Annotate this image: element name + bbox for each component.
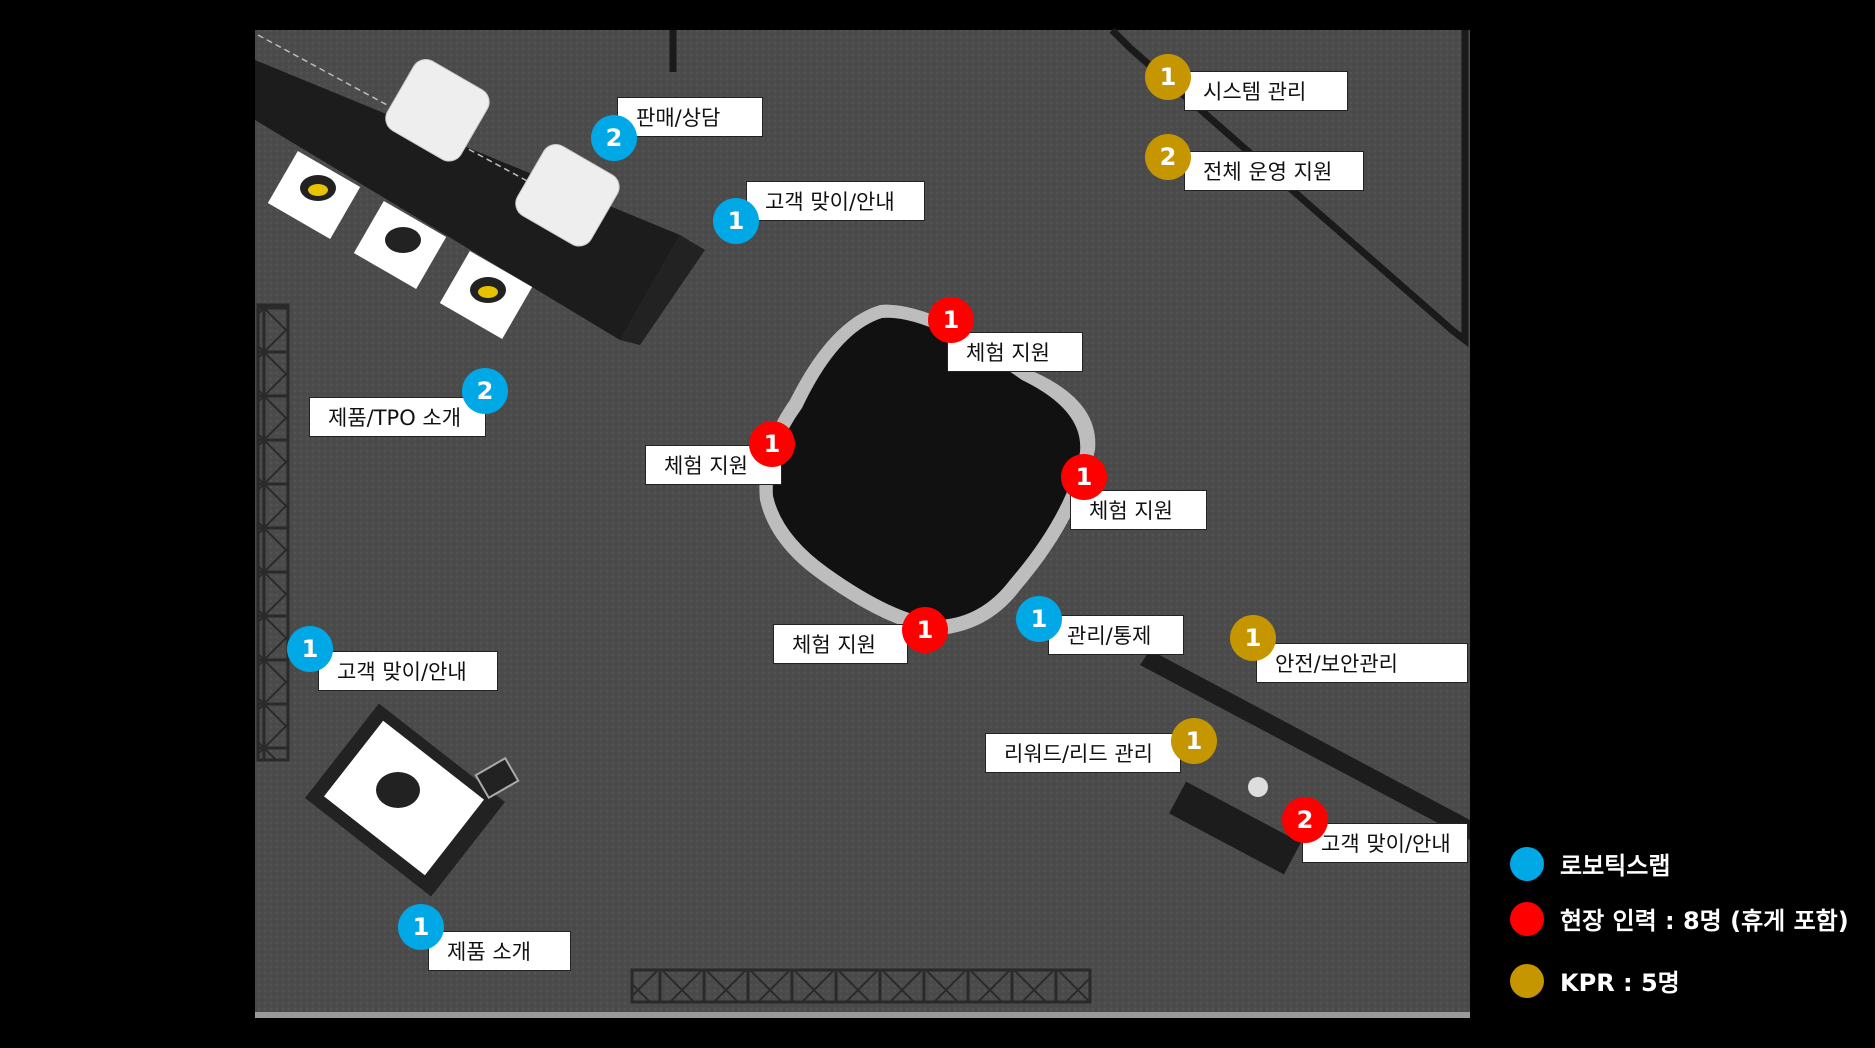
role-label: 체험 지원 <box>947 332 1083 372</box>
role-count-badge: 1 <box>1171 718 1217 764</box>
role-label: 고객 맞이/안내 <box>746 181 925 221</box>
role-count-badge: 1 <box>928 297 974 343</box>
role-count-badge: 1 <box>902 607 948 653</box>
role-label: 고객 맞이/안내 <box>1302 823 1468 863</box>
legend-text: KPR : 5명 <box>1560 969 1680 997</box>
role-count-badge: 2 <box>462 368 508 414</box>
role-count-badge: 2 <box>591 115 637 161</box>
role-count-badge: 1 <box>749 421 795 467</box>
legend-item: KPR : 5명 <box>1510 963 1680 998</box>
right-counter <box>1140 650 1470 840</box>
sales-counter <box>255 60 680 340</box>
legend-text: 현장 인력 : 8명 (휴게 포함) <box>1560 907 1849 935</box>
legend-color-dot <box>1510 901 1544 936</box>
role-label: 고객 맞이/안내 <box>318 651 498 691</box>
role-label: 안전/보안관리 <box>1256 643 1468 683</box>
role-count-badge: 1 <box>1016 596 1062 642</box>
bottom-truss <box>630 968 1092 1004</box>
role-label: 제품/TPO 소개 <box>309 397 486 437</box>
person-figure <box>1248 777 1268 797</box>
role-count-badge: 2 <box>1282 797 1328 843</box>
role-count-badge: 2 <box>1145 134 1191 180</box>
role-label: 체험 지원 <box>773 624 908 664</box>
legend-item: 현장 인력 : 8명 (휴게 포함) <box>1510 901 1849 936</box>
role-label: 관리/통제 <box>1048 615 1184 655</box>
role-count-badge: 1 <box>398 904 444 950</box>
role-label: 제품 소개 <box>428 931 571 971</box>
product-display-box <box>305 703 520 897</box>
experience-zone <box>772 317 1081 620</box>
legend-color-dot <box>1510 963 1544 998</box>
role-count-badge: 1 <box>1061 454 1107 500</box>
role-count-badge: 1 <box>287 626 333 672</box>
role-label: 시스템 관리 <box>1184 71 1348 111</box>
role-count-badge: 1 <box>1230 615 1276 661</box>
legend-item: 로보틱스랩 <box>1510 846 1670 881</box>
left-truss <box>256 303 290 762</box>
role-label: 판매/상담 <box>617 97 763 137</box>
lounge-chairs <box>385 58 620 247</box>
role-count-badge: 1 <box>1145 54 1191 100</box>
top-right-wall <box>1109 27 1469 348</box>
role-label: 리워드/리드 관리 <box>985 733 1181 773</box>
role-label: 전체 운영 지원 <box>1184 151 1364 191</box>
legend-text: 로보틱스랩 <box>1560 852 1671 880</box>
shoe-displays <box>267 151 533 339</box>
legend-color-dot <box>1510 846 1544 881</box>
role-count-badge: 1 <box>713 198 759 244</box>
reception-desk <box>1169 781 1301 875</box>
